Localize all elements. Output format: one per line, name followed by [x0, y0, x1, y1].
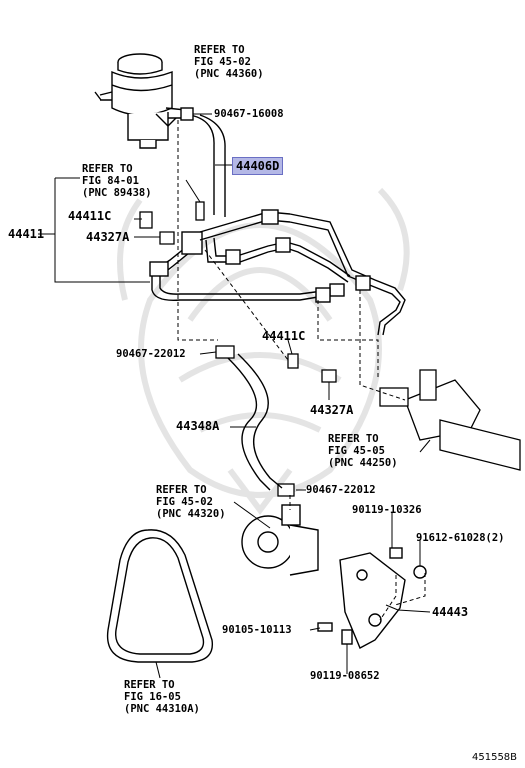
drive-belt: [106, 529, 214, 663]
clamp-44327a-mid-label: 44327A: [310, 403, 354, 417]
pipe-assembly-44411: [149, 209, 406, 336]
group-44411-label: 44411: [8, 227, 45, 241]
leader-lines: [38, 113, 431, 679]
watermark-emblem: [117, 187, 410, 515]
hose-44348a: [227, 353, 283, 491]
bolt-44411c-mid-label: 44411C: [262, 329, 306, 343]
bracket-44443: [317, 547, 427, 649]
clamp-lower-label: 90467-22012: [306, 484, 376, 496]
hose-44348a-label: 44348A: [176, 419, 220, 433]
bracket-44443-label: 44443: [432, 605, 469, 619]
hose-44406d: [180, 107, 226, 217]
clamp-44327a-left-label: 44327A: [86, 230, 130, 244]
reservoir-tank: [94, 53, 187, 149]
power-steering-pump: [241, 504, 319, 576]
highlighted-part-label[interactable]: 44406D: [232, 157, 284, 175]
clamp-mid-label: 90467-22012: [116, 348, 186, 360]
nut-61028-label: 91612-61028(2): [416, 532, 505, 544]
steering-gear: [379, 369, 521, 471]
clamp-top-label: 90467-16008: [214, 108, 284, 120]
bolt-10113-label: 90105-10113: [222, 624, 292, 636]
figure-id: 451558B: [472, 752, 517, 763]
bolt-08652-label: 90119-08652: [310, 670, 380, 682]
bolt-10326-label: 90119-10326: [352, 504, 422, 516]
bolt-44411c-left-label: 44411C: [68, 209, 112, 223]
dashed-reference-lines: [177, 120, 426, 621]
small-fasteners: [139, 201, 337, 497]
